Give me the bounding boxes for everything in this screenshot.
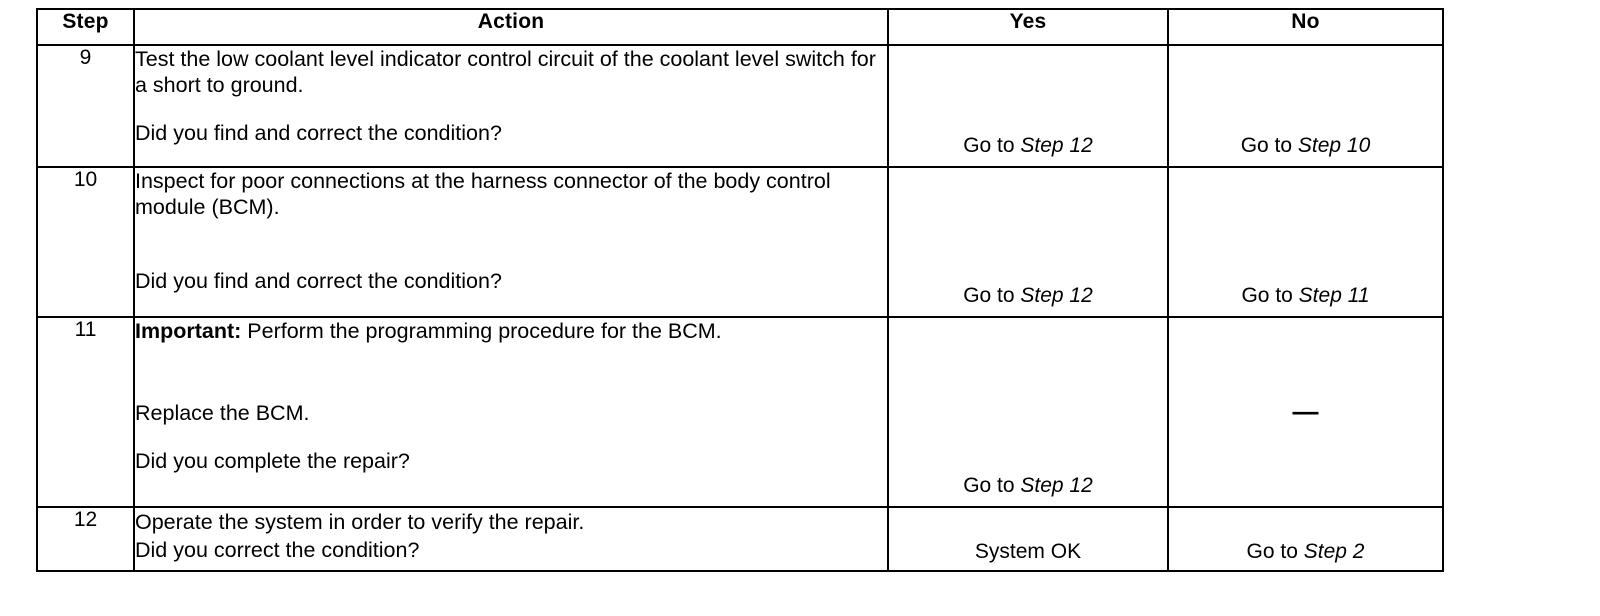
spacer xyxy=(135,426,887,448)
no-cell: Go to Step 2 xyxy=(1167,506,1444,572)
yes-prefix: Go to xyxy=(963,284,1021,307)
action-instruction: Replace the BCM. xyxy=(135,401,310,425)
table-row: 11 Important: Perform the programming pr… xyxy=(36,316,1444,508)
table-body: 9 Test the low coolant level indicator c… xyxy=(36,44,1444,572)
action-important-note: Important: Perform the programming proce… xyxy=(135,318,887,344)
action-instruction: Operate the system in order to verify th… xyxy=(135,510,585,534)
yes-answer: Go to Step 12 xyxy=(889,474,1167,498)
action-instruction: Inspect for poor connections at the harn… xyxy=(135,169,831,219)
yes-cell: System OK xyxy=(887,506,1169,572)
spacer xyxy=(135,344,887,400)
no-cell: — xyxy=(1167,316,1444,508)
no-prefix: Go to xyxy=(1246,540,1304,563)
no-step-ref: Step 10 xyxy=(1297,134,1371,157)
spacer xyxy=(135,98,887,120)
table-row: 12 Operate the system in order to verify… xyxy=(36,506,1444,572)
step-number-cell: 11 xyxy=(36,316,135,508)
no-step-ref: Step 11 xyxy=(1298,284,1370,307)
yes-cell: Go to Step 12 xyxy=(887,166,1169,318)
header-row: Step Action Yes No xyxy=(36,8,1444,46)
em-dash-icon: — xyxy=(1292,396,1319,426)
yes-step-ref: Step 12 xyxy=(1020,284,1093,307)
action-cell: Inspect for poor connections at the harn… xyxy=(133,166,889,318)
no-prefix: Go to xyxy=(1241,284,1299,307)
yes-step-ref: Step 12 xyxy=(1020,134,1093,157)
yes-cell: Go to Step 12 xyxy=(887,316,1169,508)
yes-prefix: Go to xyxy=(963,134,1021,157)
yes-step-ref: Step 12 xyxy=(1020,474,1093,497)
step-number-cell: 12 xyxy=(36,506,135,572)
step-number-cell: 10 xyxy=(36,166,135,318)
yes-answer: Go to Step 12 xyxy=(889,134,1167,158)
action-question: Did you find and correct the condition? xyxy=(135,121,502,145)
step-number-cell: 9 xyxy=(36,44,135,168)
yes-cell: Go to Step 12 xyxy=(887,44,1169,168)
no-cell: Go to Step 11 xyxy=(1167,166,1444,318)
action-question: Did you find and correct the condition? xyxy=(135,269,502,293)
no-answer: Go to Step 2 xyxy=(1169,540,1442,564)
column-header-action: Action xyxy=(133,8,889,46)
table-row: 10 Inspect for poor connections at the h… xyxy=(36,166,1444,318)
spacer xyxy=(135,220,887,268)
action-cell: Important: Perform the programming proce… xyxy=(133,316,889,508)
action-question: Did you complete the repair? xyxy=(135,449,410,473)
yes-answer: Go to Step 12 xyxy=(889,284,1167,308)
column-header-no: No xyxy=(1167,8,1444,46)
action-instruction: Test the low coolant level indicator con… xyxy=(135,47,876,97)
no-cell: Go to Step 10 xyxy=(1167,44,1444,168)
important-label: Important: xyxy=(135,319,242,343)
action-cell: Test the low coolant level indicator con… xyxy=(133,44,889,168)
table-header: Step Action Yes No xyxy=(36,8,1444,46)
action-cell: Operate the system in order to verify th… xyxy=(133,506,889,572)
yes-answer: System OK xyxy=(974,540,1082,563)
action-question: Did you correct the condition? xyxy=(135,538,420,562)
no-answer: — xyxy=(1169,398,1442,426)
table-row: 9 Test the low coolant level indicator c… xyxy=(36,44,1444,168)
no-prefix: Go to xyxy=(1240,134,1298,157)
column-header-step: Step xyxy=(36,8,135,46)
no-answer: Go to Step 10 xyxy=(1169,134,1442,158)
diagnostic-table: Step Action Yes No 9 Test the low coolan… xyxy=(36,8,1444,572)
no-step-ref: Step 2 xyxy=(1303,540,1365,563)
important-text: Perform the programming procedure for th… xyxy=(241,319,722,343)
no-answer: Go to Step 11 xyxy=(1169,284,1442,308)
column-header-yes: Yes xyxy=(887,8,1169,46)
yes-prefix: Go to xyxy=(963,474,1021,497)
